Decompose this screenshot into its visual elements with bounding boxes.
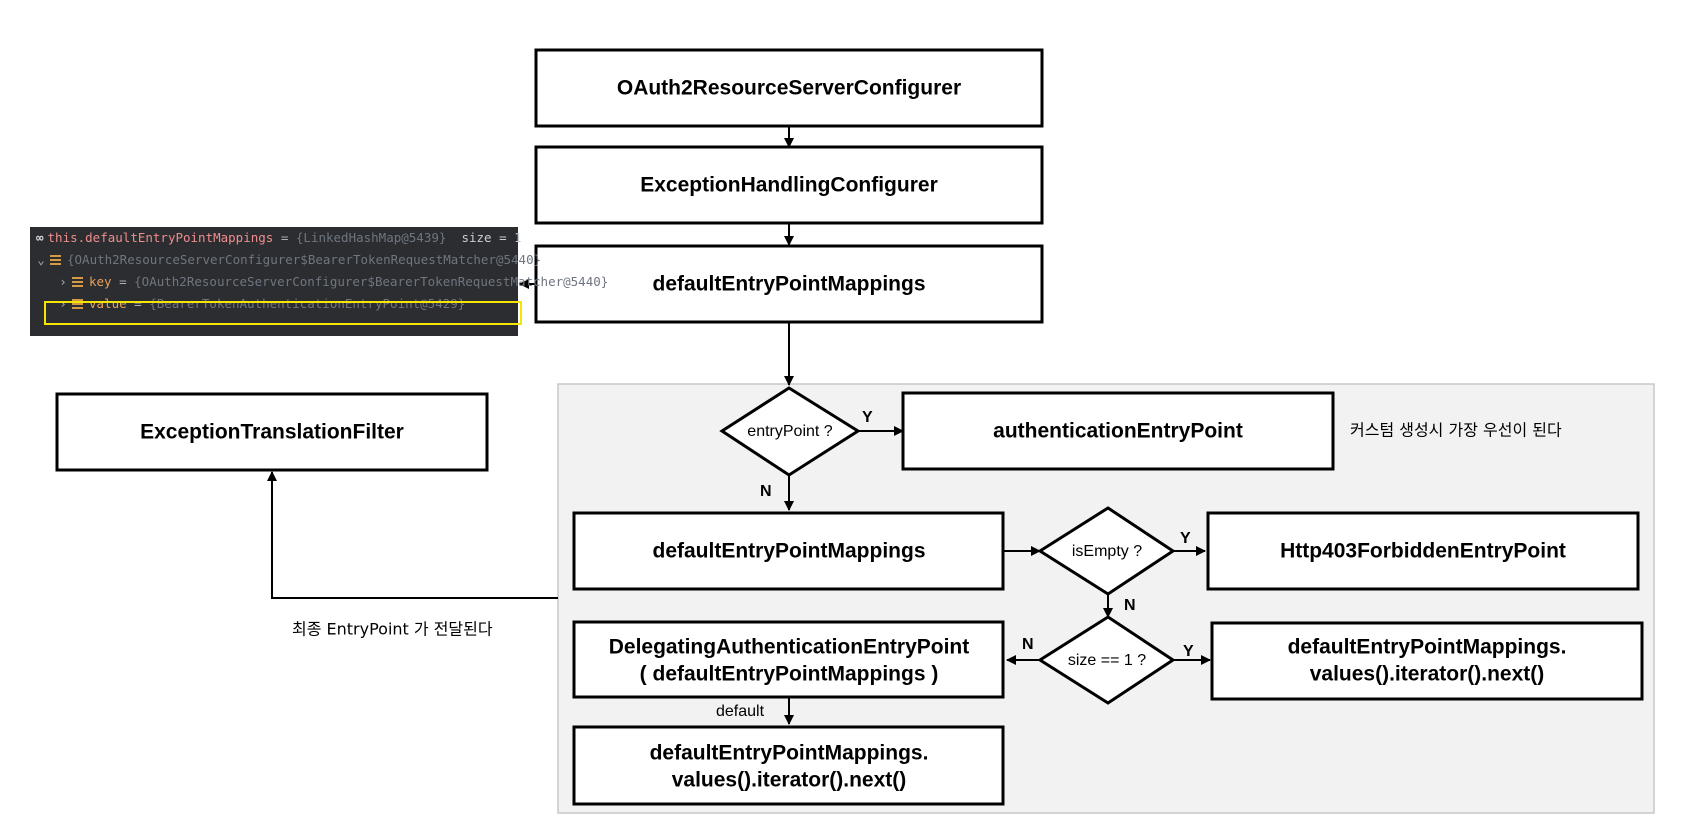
label-default-entry-point-mappings-mid: defaultEntryPointMappings	[653, 540, 926, 563]
edge-region-to-filter	[267, 471, 558, 599]
box-delegating	[572, 620, 1005, 699]
watch-icon: ∞	[36, 230, 44, 245]
box-default-entry-point-mappings-top	[534, 244, 1044, 324]
debug-key-value: {OAuth2ResourceServerConfigurer$BearerTo…	[134, 274, 609, 289]
note-custom-priority: 커스텀 생성시 가장 우선이 된다	[1350, 421, 1562, 440]
label-http403: Http403ForbiddenEntryPoint	[1280, 540, 1566, 563]
debug-entry-value: {OAuth2ResourceServerConfigurer$BearerTo…	[67, 252, 542, 267]
diamond-is-empty	[1037, 506, 1176, 596]
box-exception-translation-filter	[55, 392, 489, 472]
box-oauth2-configurer	[534, 48, 1044, 128]
diamond-entry-point	[719, 386, 861, 477]
debug-key-name: key	[89, 274, 112, 289]
label-is-empty-check: isEmpty ?	[1072, 543, 1142, 560]
debug-eq: =	[126, 296, 150, 311]
connectors	[267, 127, 1211, 725]
label-delegating-line1: DelegatingAuthenticationEntryPoint	[609, 636, 970, 659]
label-values-next-bottom-line1: defaultEntryPointMappings.	[650, 742, 929, 765]
label-values-next-right-line2: values().iterator().next()	[1310, 663, 1545, 686]
edge-label-n1: N	[760, 483, 772, 500]
label-exception-handling-configurer: ExceptionHandlingConfigurer	[640, 174, 938, 197]
edge-label-y1: Y	[862, 409, 873, 426]
label-entry-point-check: entryPoint ?	[747, 423, 832, 440]
debug-row-value[interactable]: › value = {BearerTokenAuthenticationEntry…	[56, 293, 465, 315]
box-exception-handling-configurer	[534, 145, 1044, 225]
label-default-entry-point-mappings-top: defaultEntryPointMappings	[653, 273, 926, 296]
label-values-next-right-line1: defaultEntryPointMappings.	[1288, 636, 1567, 659]
box-values-next-bottom	[572, 725, 1005, 806]
label-delegating-line2: ( defaultEntryPointMappings )	[640, 663, 939, 686]
debug-var-name: this.defaultEntryPointMappings	[47, 230, 274, 245]
label-size-check: size == 1 ?	[1068, 652, 1146, 669]
note-final-entry-point: 최종 EntryPoint 가 전달된다	[292, 620, 493, 639]
debug-row-entry[interactable]: ⌄ {OAuth2ResourceServerConfigurer$BearerT…	[34, 249, 541, 271]
field-icon	[50, 255, 61, 265]
field-icon	[72, 277, 83, 287]
debug-eq: =	[111, 274, 135, 289]
debug-value-name: value	[89, 296, 127, 311]
chevron-right-icon[interactable]: ›	[59, 274, 67, 289]
field-icon	[72, 299, 83, 309]
edge-label-n3: N	[1022, 636, 1034, 653]
box-default-entry-point-mappings-mid	[572, 511, 1005, 591]
debugger-variables-panel: ∞this.defaultEntryPointMappings = {Linke…	[30, 227, 608, 336]
box-http403	[1206, 511, 1640, 591]
debug-var-size: size = 1	[461, 230, 522, 245]
debug-row-mappings[interactable]: ∞this.defaultEntryPointMappings = {Linke…	[36, 227, 522, 249]
chevron-right-icon[interactable]: ›	[59, 296, 67, 311]
debug-value-value: {BearerTokenAuthenticationEntryPoint@542…	[149, 296, 466, 311]
label-values-next-bottom-line2: values().iterator().next()	[672, 769, 907, 792]
label-authentication-entry-point: authenticationEntryPoint	[993, 420, 1243, 443]
edge-label-default: default	[716, 703, 765, 720]
edge-label-y3: Y	[1183, 643, 1194, 660]
debug-var-value: {LinkedHashMap@5439}	[295, 230, 447, 245]
diamond-size	[1037, 615, 1176, 705]
diamonds	[719, 386, 1176, 705]
debug-eq: =	[273, 230, 296, 245]
debug-row-key[interactable]: › key = {OAuth2ResourceServerConfigurer$B…	[56, 271, 608, 293]
chevron-down-icon[interactable]: ⌄	[37, 252, 45, 267]
value-row-highlight	[44, 301, 522, 325]
edge-label-n2: N	[1124, 597, 1136, 614]
label-exception-translation-filter: ExceptionTranslationFilter	[140, 421, 404, 444]
label-oauth2-configurer: OAuth2ResourceServerConfigurer	[617, 77, 961, 100]
edge-label-y2: Y	[1180, 530, 1191, 547]
boxes	[55, 48, 1644, 806]
box-authentication-entry-point	[901, 391, 1335, 471]
box-values-next-right	[1210, 621, 1644, 701]
